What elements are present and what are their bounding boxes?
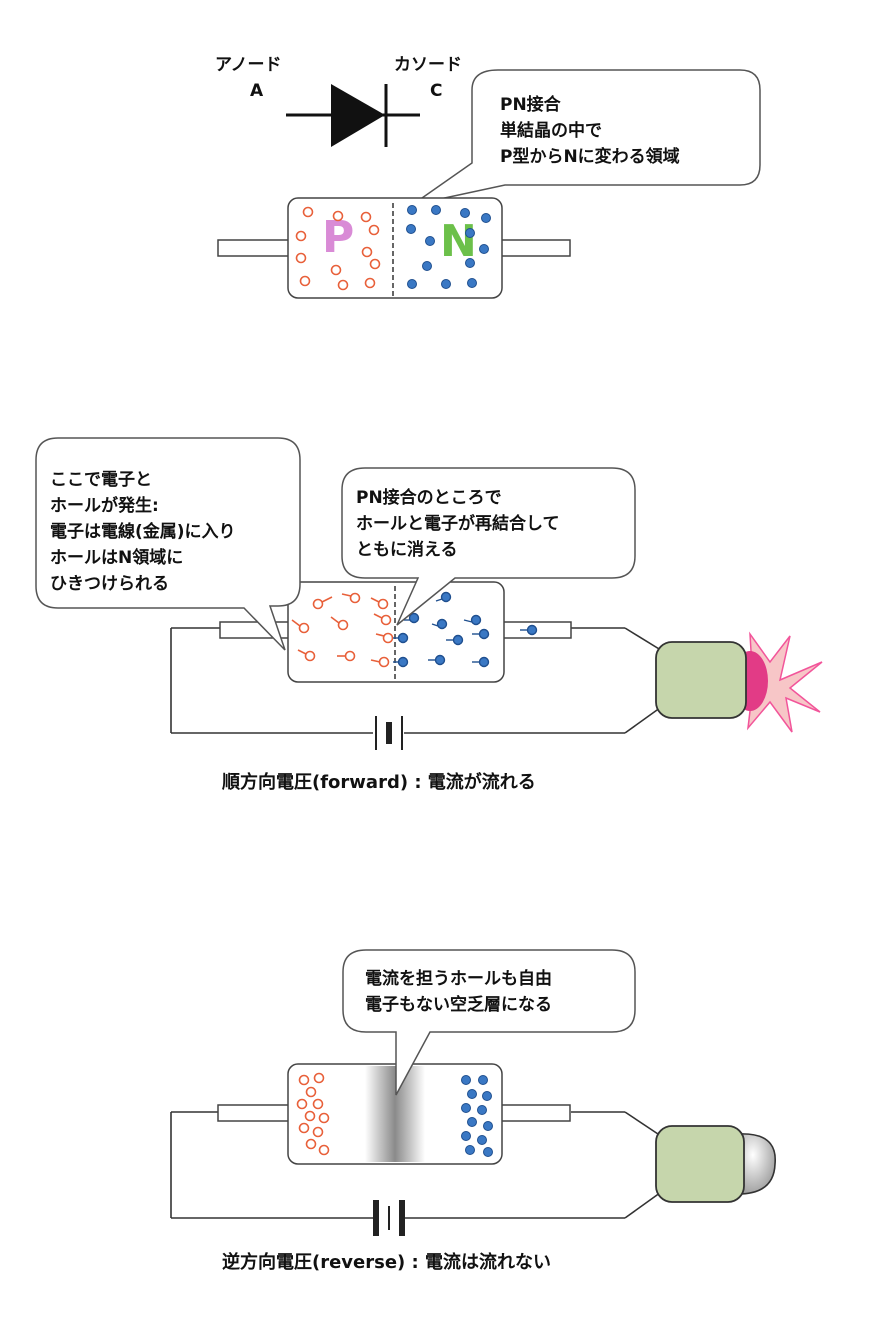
- reverse-circuit-wires: [170, 1111, 665, 1219]
- top-callout-line-3: P型からNに変わる領域: [500, 146, 680, 167]
- top-callout-line-1: PN接合: [500, 94, 562, 115]
- forward-section: ここで電子と ホールが発生: 電子は電線(金属)に入り ホールはN領域に ひきつ…: [35, 437, 823, 793]
- forward-right-callout-line-2: ホールと電子が再結合して: [356, 513, 560, 534]
- reverse-battery: [373, 1200, 405, 1236]
- glowing-bulb-icon: [655, 631, 823, 733]
- forward-right-callout-line-1: PN接合のところで: [356, 487, 502, 508]
- forward-electrons: [393, 591, 538, 668]
- left-lead: [217, 239, 291, 257]
- forward-left-callout-line-4: ホールはN領域に: [50, 547, 183, 568]
- forward-left-callout-line-5: ひきつけられる: [50, 574, 169, 594]
- electrons-group: [406, 205, 491, 289]
- holes-group: [295, 206, 381, 291]
- diode-symbol: [286, 84, 420, 147]
- reverse-callout: 電流を担うホールも自由 電子もない空乏層になる: [342, 949, 636, 1096]
- pn-junction-body: P N: [217, 197, 571, 299]
- unlit-bulb-icon: [655, 1125, 776, 1203]
- forward-left-callout-line-3: 電子は電線(金属)に入り: [50, 521, 236, 542]
- depletion-layer: [365, 1066, 425, 1162]
- reverse-callout-line-1: 電流を担うホールも自由: [365, 968, 552, 989]
- reverse-callout-line-2: 電子もない空乏層になる: [365, 994, 552, 1015]
- forward-right-callout: PN接合のところで ホールと電子が再結合して ともに消える: [341, 467, 636, 626]
- forward-diode-body: [287, 581, 505, 683]
- reverse-electrons: [461, 1075, 493, 1157]
- reverse-caption: 逆方向電圧(reverse) : 電流は流れない: [222, 1251, 551, 1273]
- reverse-section: 電流を担うホールも自由 電子もない空乏層になる 逆方向電圧(reverse) :…: [170, 949, 776, 1273]
- cathode-symbol: C: [430, 81, 442, 101]
- cathode-label: カソード: [394, 55, 462, 75]
- diode-symbol-section: アノード A カソード C: [215, 55, 462, 147]
- anode-label: アノード: [215, 55, 281, 75]
- forward-caption: 順方向電圧(forward) : 電流が流れる: [222, 771, 536, 793]
- reverse-holes: [296, 1072, 330, 1156]
- reverse-right-lead: [499, 1104, 571, 1122]
- right-lead: [499, 239, 571, 257]
- top-callout-line-2: 単結晶の中で: [500, 120, 602, 141]
- forward-left-callout-line-2: ホールが発生:: [50, 495, 159, 516]
- forward-left-callout-line-1: ここで電子と: [50, 470, 152, 490]
- reverse-left-lead: [217, 1104, 291, 1122]
- forward-left-callout: ここで電子と ホールが発生: 電子は電線(金属)に入り ホールはN領域に ひきつ…: [35, 437, 301, 651]
- top-callout: PN接合 単結晶の中で P型からNに変わる領域: [411, 69, 761, 206]
- forward-right-callout-line-3: ともに消える: [356, 539, 458, 560]
- forward-battery: [375, 716, 403, 750]
- forward-holes: [291, 592, 394, 668]
- anode-symbol: A: [250, 81, 264, 101]
